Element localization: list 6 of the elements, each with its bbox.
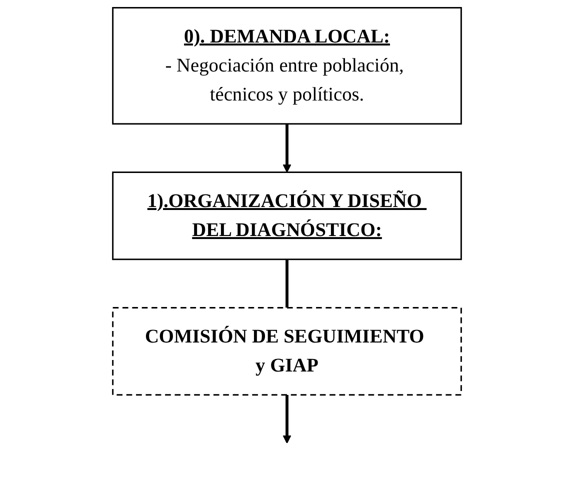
arrow: [282, 124, 292, 173]
node-box: 1).ORGANIZACIÓN Y DISEÑO DEL DIAGNÓSTICO:: [112, 172, 462, 260]
node-box: COMISIÓN DE SEGUIMIENTO y GIAP: [112, 307, 462, 396]
node-box: 0). DEMANDA LOCAL: - Negociación entre población, técnicos y políticos.: [112, 7, 462, 125]
arrow: [282, 394, 292, 444]
connector: [286, 259, 288, 308]
